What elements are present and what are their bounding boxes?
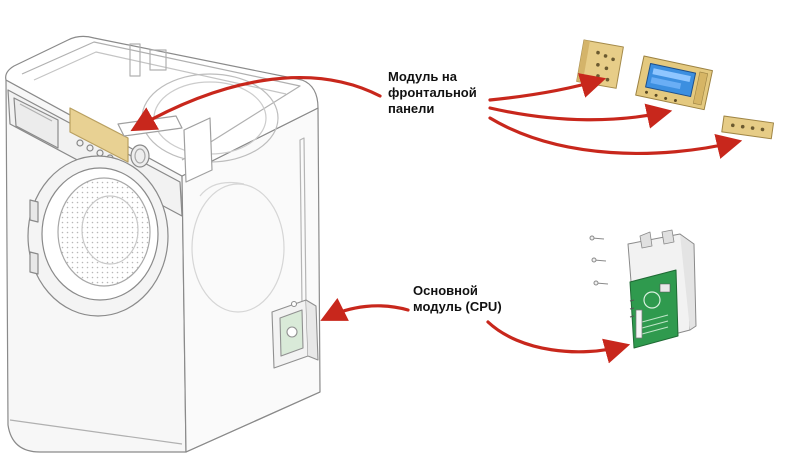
main-module-label: Основной модуль (CPU) xyxy=(413,283,502,315)
arrow-to-display-board xyxy=(488,103,673,129)
front-panel-board-area xyxy=(69,107,129,163)
program-knob xyxy=(130,144,150,168)
callout-arrows xyxy=(130,73,743,364)
mounting-screws xyxy=(589,235,609,286)
washing-machine-illustration xyxy=(5,35,321,453)
main-module-label-line-1: Основной xyxy=(413,283,478,298)
arrow-to-cpu-in-machine xyxy=(320,297,410,321)
front-board-strip xyxy=(721,115,775,140)
arrow-to-keypad-board xyxy=(488,73,607,102)
front-module-label: Модуль на фронтальной панели xyxy=(388,69,477,117)
main-module-label-line-2: модуль (CPU) xyxy=(413,299,502,314)
control-board-icons xyxy=(576,39,775,140)
arrow-to-front-panel xyxy=(130,75,382,132)
front-module-label-line-2: фронтальной xyxy=(388,85,477,100)
porthole-glass xyxy=(57,177,151,287)
front-module-label-line-1: Модуль на xyxy=(388,69,458,84)
cpu-board-icon xyxy=(589,229,697,349)
cpu-module-in-machine xyxy=(271,299,319,369)
front-module-label-line-3: панели xyxy=(388,101,435,116)
arrow-to-cpu-board xyxy=(486,320,631,364)
front-board-display xyxy=(635,55,713,111)
arrow-to-strip-board xyxy=(488,116,743,159)
machine-top-frame xyxy=(5,35,319,177)
detergent-drawer xyxy=(13,97,59,149)
